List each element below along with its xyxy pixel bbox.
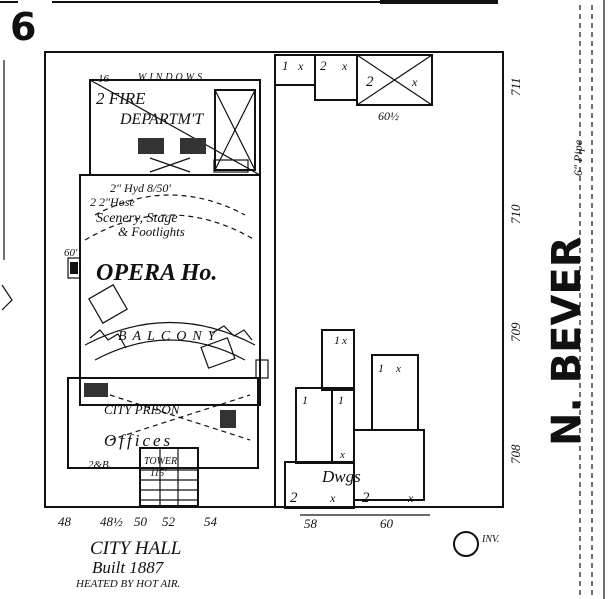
upper-label-4: x [395, 363, 401, 375]
address-50: 50 [134, 514, 148, 529]
upper-label-3: 1 [378, 361, 384, 375]
dwg-floor-4: x [407, 491, 414, 505]
top-label-1: 1 [282, 58, 289, 73]
windows-note: WINDOWS [138, 72, 205, 83]
stage-label-line2: & Footlights [118, 224, 185, 239]
fire-department-label-line2: DEPARTM'T [119, 111, 204, 128]
dwellings [284, 329, 430, 516]
top-height-note: 60½ [378, 109, 399, 123]
address-numbers-right: 711 710 709 708 [508, 77, 523, 464]
tower-label: TOWER [144, 456, 177, 467]
title-built-year: Built 1887 [92, 558, 165, 577]
address-709: 709 [508, 322, 523, 342]
address-52: 52 [162, 514, 176, 529]
hydrant-label: INV. [481, 534, 500, 545]
upper-label-7: x [339, 449, 345, 461]
balcony-label: BALCONY [118, 329, 221, 344]
top-label-4: x [341, 59, 348, 73]
top-label-5: 2 [366, 74, 374, 90]
dwg-floor-1: 2 [290, 490, 298, 506]
top-label-3: 2 [320, 58, 327, 73]
address-711: 711 [508, 77, 523, 96]
title-heating-note: HEATED BY HOT AIR. [75, 578, 180, 590]
upper-label-1: 1 [334, 333, 340, 347]
height-note: 60' [64, 247, 78, 259]
left-edge-marks [1, 60, 13, 311]
city-hall-building [67, 79, 269, 507]
outbuildings-top [274, 54, 433, 106]
address-48-half: 48½ [100, 514, 123, 529]
dwg-floor-3: 2 [362, 490, 370, 506]
address-708: 708 [508, 444, 523, 464]
upper-label-2: x [341, 335, 347, 347]
hose-note-1: 2" Hyd 8/50' [110, 181, 171, 195]
fire-department-label-line1: 2 FIRE [96, 89, 146, 108]
street-pipe-note: 6" Pipe [571, 139, 585, 176]
offices-label: Offices [104, 431, 173, 450]
top-label-6: x [411, 75, 418, 89]
stage-label-line1: Scenery, Stage [96, 211, 178, 226]
address-48: 48 [58, 514, 72, 529]
street-edge-lines [579, 0, 605, 599]
city-prison-label: CITY PRISON [104, 402, 181, 417]
address-58: 58 [304, 516, 318, 531]
tower-height: 115' [150, 468, 167, 479]
windows-count: 16 [98, 73, 110, 85]
sheet-number: 6 [10, 5, 36, 49]
title-city-hall: CITY HALL [90, 538, 181, 559]
dwg-floor-2: x [329, 491, 336, 505]
sheet-top-border [0, 0, 498, 4]
address-54: 54 [204, 514, 218, 529]
hydrant-symbol [453, 531, 479, 557]
hose-note-2: 2 2"Hose [90, 195, 135, 209]
address-60: 60 [380, 516, 394, 531]
upper-label-5: 1 [302, 393, 308, 407]
address-numbers-bottom: 48 48½ 50 52 54 58 60 [58, 514, 394, 531]
top-label-2: x [297, 59, 304, 73]
stories-note: 2&B. [88, 459, 112, 471]
opera-house-label: OPERA Ho. [96, 260, 217, 286]
dwellings-label: Dwgs [321, 467, 361, 486]
address-710: 710 [508, 204, 523, 224]
upper-label-6: 1 [338, 393, 344, 407]
street-name: N. BEVER [544, 237, 590, 447]
